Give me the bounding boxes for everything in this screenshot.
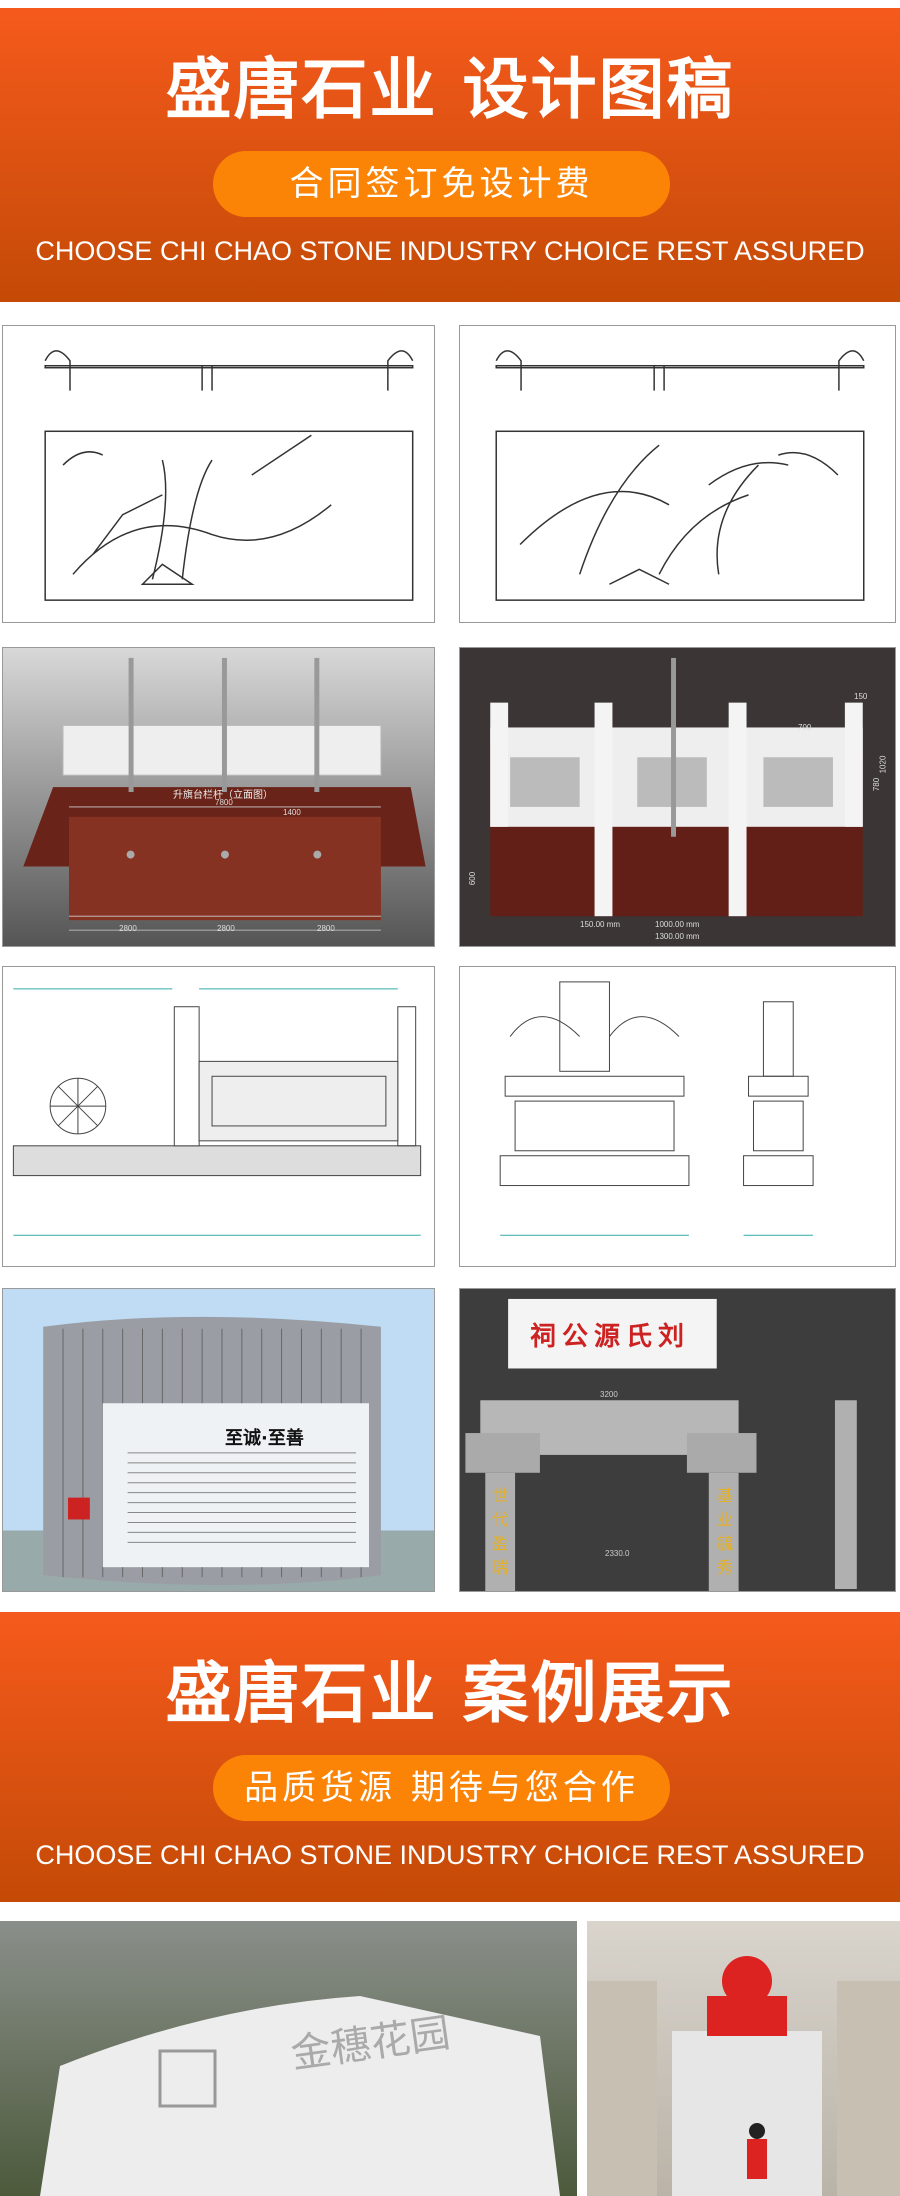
plan-dim-2800-c: 2800 [317,924,335,933]
plan-dim-1400: 1400 [283,808,301,817]
couplet-left: 世代盈瑞 [492,1486,509,1577]
flag-railing-front-render: 150.00 mm 1000.00 mm 1300.00 mm 700 150 … [459,647,896,947]
dim-label-600: 600 [468,871,478,886]
design-banner-title: 盛唐石业 设计图稿 [165,51,735,128]
cases-banner-title: 盛唐石业 案例展示 [165,1655,735,1732]
cases-banner-subtitle: CHOOSE CHI CHAO STONE INDUSTRY CHOICE RE… [35,1840,865,1870]
dim-label-1300: 1300.00 mm [655,932,700,941]
dim-label-1000: 1000.00 mm [655,920,700,929]
dim-label-150mm: 150.00 mm [580,920,621,929]
flag-platform-render: 升旗台栏杆（立面图） 7800 1400 2800 2800 2800 [2,647,435,947]
screen-title: 至诚·至善 [225,1428,304,1449]
hall-plaque: 祠公源氏刘 [530,1322,691,1352]
plan-dim-2800-b: 2800 [217,924,235,933]
plan-dim-7800: 7800 [215,798,233,807]
flagpole-base-drawing [459,966,896,1267]
school-screen-render: 至诚·至善 [2,1288,435,1592]
design-banner-subtitle: CHOOSE CHI CHAO STONE INDUSTRY CHOICE RE… [35,236,865,266]
cooperation-pill: 品质货源 期待与您合作 [213,1755,670,1821]
dim-label-2330: 2330.0 [605,1549,630,1558]
dim-label-3200: 3200 [600,1390,618,1399]
cases-banner: 盛唐石业 案例展示 品质货源 期待与您合作 CHOOSE CHI CHAO ST… [0,1612,900,1902]
carved-stone-photo: 金穗花园 [0,1921,577,2196]
flag-platform-caption: 升旗台栏杆（立面图） [173,790,273,801]
railing-drawing-orchid [459,325,896,623]
railing-drawing-bamboo [2,325,435,623]
dim-label-1020: 1020 [878,755,888,774]
design-banner: 盛唐石业 设计图稿 合同签订免设计费 CHOOSE CHI CHAO STONE… [0,8,900,302]
dim-label-780: 780 [872,777,882,792]
couplet-right: 基业毓秀 [717,1486,734,1577]
stone-install-photo [587,1921,900,2196]
ancestral-hall-gate-drawing: 祠公源氏刘 世代盈瑞 基业毓秀 3200 2330.0 [459,1288,896,1592]
dim-label-700: 700 [798,723,812,732]
railing-end-drawing [2,966,435,1267]
plan-dim-2800-a: 2800 [119,924,137,933]
dim-label-150: 150 [854,692,868,701]
free-design-pill: 合同签订免设计费 [213,151,670,217]
